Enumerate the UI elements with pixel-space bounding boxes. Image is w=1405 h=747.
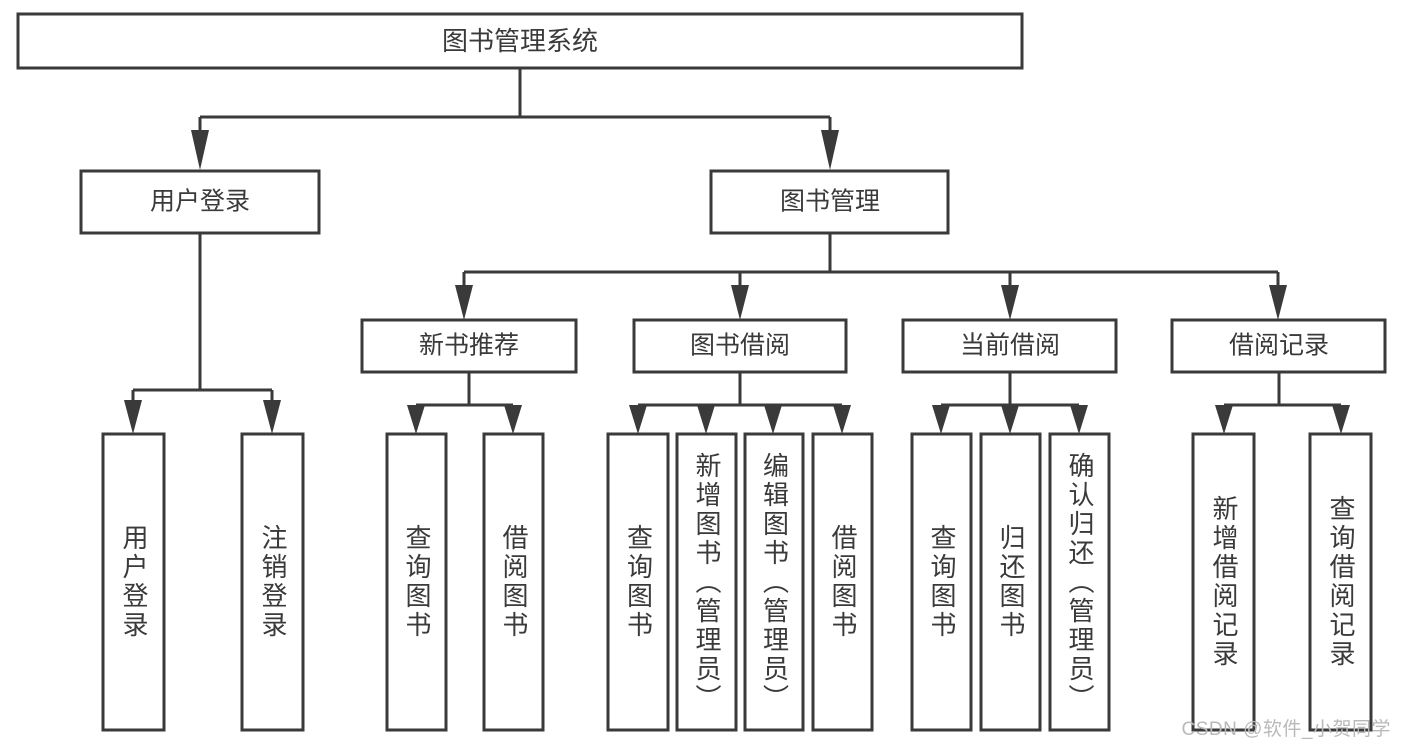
arrowhead-current-leaf3 bbox=[1070, 405, 1088, 434]
leaf-recommend-borrow-book[interactable] bbox=[482, 432, 545, 732]
leaf-borrow-edit-book-admin[interactable] bbox=[743, 432, 805, 732]
arrowhead-bookmgmt-to-n4 bbox=[1269, 285, 1287, 320]
arrowhead-borrow-leaf3 bbox=[764, 405, 782, 434]
node-borrow-record[interactable] bbox=[1170, 318, 1387, 374]
node-new-book-recommend-label: 新书推荐 bbox=[419, 332, 519, 360]
arrowhead-recommend-leaf2 bbox=[504, 405, 522, 434]
leaf-borrow-add-book-admin[interactable] bbox=[675, 432, 738, 732]
node-root-system[interactable] bbox=[16, 12, 1024, 70]
leaf-record-add-record[interactable] bbox=[1191, 432, 1256, 732]
node-book-management[interactable] bbox=[709, 169, 950, 235]
node-borrow-record-label: 借阅记录 bbox=[1229, 332, 1329, 360]
leaf-record-query-record[interactable] bbox=[1308, 432, 1373, 732]
leaf-user-login[interactable] bbox=[101, 432, 166, 732]
node-new-book-recommend[interactable] bbox=[360, 318, 578, 374]
arrowhead-current-leaf2 bbox=[1001, 405, 1019, 434]
node-book-management-label: 图书管理 bbox=[780, 188, 880, 216]
node-root-system-label: 图书管理系统 bbox=[442, 26, 598, 56]
arrowhead-borrow-leaf2 bbox=[697, 405, 715, 434]
arrowhead-bookmgmt-to-n3 bbox=[1001, 285, 1019, 320]
leaf-logout[interactable] bbox=[240, 432, 305, 732]
arrowhead-record-leaf1 bbox=[1215, 405, 1233, 434]
arrowhead-userlogin-leaf1 bbox=[124, 400, 142, 434]
arrowhead-root-to-bookmgmt bbox=[821, 130, 839, 170]
leaf-current-query-book[interactable] bbox=[910, 432, 973, 732]
csdn-watermark: CSDN @软件_小贺同学 bbox=[1181, 719, 1391, 740]
arrowhead-borrow-leaf4 bbox=[833, 405, 851, 434]
leaf-current-confirm-return-admin[interactable] bbox=[1048, 432, 1111, 732]
node-current-borrow-label: 当前借阅 bbox=[960, 332, 1060, 360]
arrowhead-root-to-userlogin bbox=[191, 130, 209, 170]
node-book-borrow[interactable] bbox=[632, 318, 848, 374]
leaf-borrow-query-book[interactable] bbox=[606, 432, 670, 732]
arrowhead-bookmgmt-to-n1 bbox=[455, 285, 473, 320]
node-current-borrow[interactable] bbox=[901, 318, 1118, 374]
arrowhead-bookmgmt-to-n2 bbox=[731, 285, 749, 320]
node-book-borrow-label: 图书借阅 bbox=[690, 332, 790, 360]
leaf-borrow-borrow-book[interactable] bbox=[811, 432, 874, 732]
arrowhead-current-leaf1 bbox=[932, 405, 950, 434]
node-user-login-label: 用户登录 bbox=[150, 188, 250, 216]
leaf-current-return-book[interactable] bbox=[979, 432, 1042, 732]
arrowhead-borrow-leaf1 bbox=[629, 405, 647, 434]
leaf-recommend-query-book[interactable] bbox=[385, 432, 448, 732]
arrowhead-recommend-leaf1 bbox=[407, 405, 425, 434]
arrowhead-userlogin-leaf2 bbox=[263, 400, 281, 434]
arrowhead-record-leaf2 bbox=[1332, 405, 1350, 434]
